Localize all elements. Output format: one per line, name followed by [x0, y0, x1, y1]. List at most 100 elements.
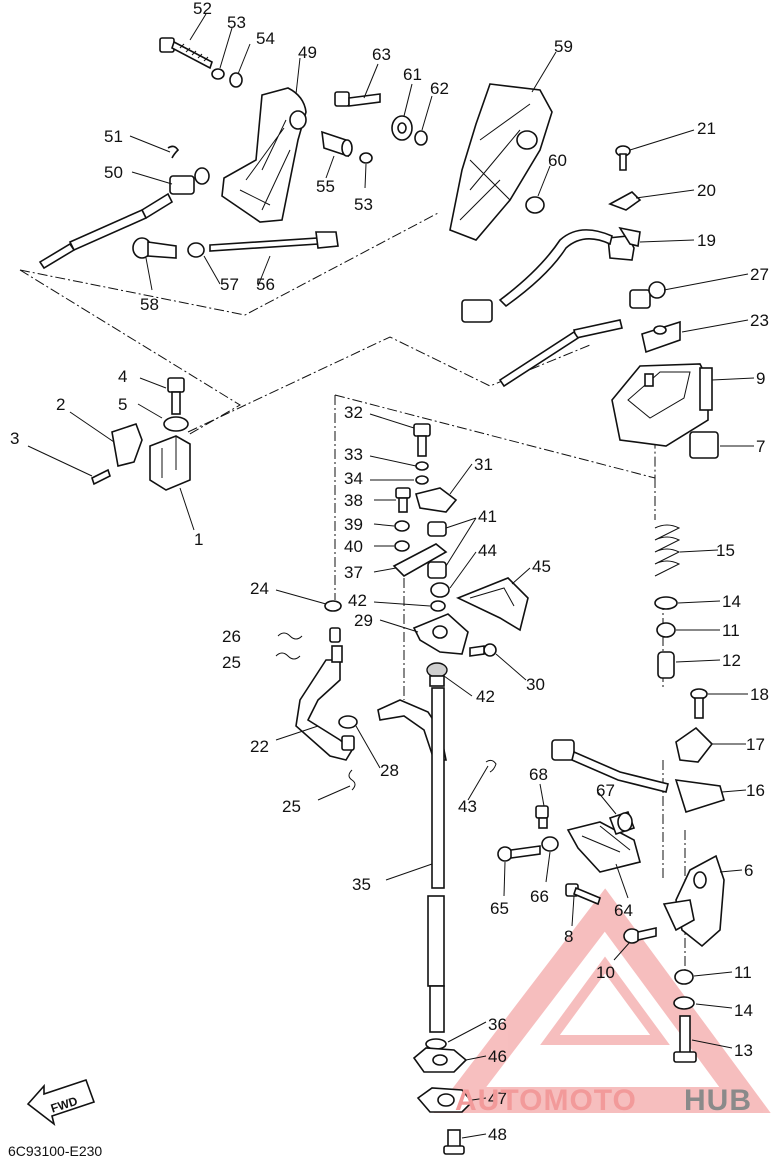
- fwd-arrow-icon: FWD: [26, 1078, 96, 1127]
- callout-63: 63: [372, 45, 391, 64]
- joint-58: [132, 237, 177, 259]
- clip-2: [111, 422, 143, 467]
- callout-30: 30: [526, 675, 545, 694]
- callout-62: 62: [430, 79, 449, 98]
- shift-rod-35: [427, 687, 445, 1033]
- lever-29: [412, 613, 469, 655]
- callout-58: 58: [140, 295, 159, 314]
- callout-11: 11: [722, 621, 740, 640]
- rod-56: [209, 231, 339, 252]
- callout-36: 36: [488, 1015, 507, 1034]
- callout-24: 24: [250, 579, 269, 598]
- callout-11b: 11: [734, 963, 752, 982]
- clip-10: [623, 927, 657, 944]
- watermark-part2: HUB: [684, 1084, 752, 1117]
- shift-pad-45: [456, 577, 529, 632]
- callout-55: 55: [316, 177, 335, 196]
- callout-33: 33: [344, 445, 363, 464]
- callout-56: 56: [256, 275, 275, 294]
- callout-66: 66: [530, 887, 549, 906]
- callout-38: 38: [344, 491, 363, 510]
- holder-19: [607, 226, 641, 261]
- callout-51: 51: [104, 127, 123, 146]
- callout-29: 29: [354, 611, 373, 630]
- callout-8: 8: [564, 927, 573, 946]
- pin-26: [277, 627, 341, 643]
- callout-65: 65: [490, 899, 509, 918]
- plate-46: [412, 1047, 468, 1073]
- nut-57: [187, 242, 205, 258]
- throttle-cable-left: [38, 192, 174, 270]
- callout-14: 14: [722, 592, 741, 611]
- washer-40: [394, 540, 410, 552]
- washer-24: [324, 600, 342, 612]
- washer-60: [525, 196, 545, 214]
- callout-6: 6: [744, 861, 753, 880]
- callout-25b: 25: [282, 797, 301, 816]
- collar-66: [541, 836, 559, 852]
- callout-leaders: [27, 13, 755, 1139]
- joint-27: [629, 281, 666, 309]
- screw-65: [497, 845, 541, 862]
- washer-39: [394, 520, 410, 532]
- washer-42a: [430, 600, 446, 612]
- washer-28: [338, 715, 358, 729]
- lever-22: [295, 645, 355, 761]
- callout-48: 48: [488, 1125, 507, 1144]
- screw-30: [469, 643, 497, 657]
- callout-26: 26: [222, 627, 241, 646]
- bracket-49: [221, 87, 307, 223]
- bolt-68: [535, 805, 549, 829]
- washer-54: [229, 72, 243, 88]
- bracket-6: [662, 854, 725, 948]
- screw-18: [690, 688, 708, 719]
- watermark-part1: AUTOMOTO: [455, 1084, 637, 1117]
- callout-5: 5: [118, 395, 127, 414]
- callout-18: 18: [750, 685, 769, 704]
- washer-33: [415, 461, 429, 471]
- callout-57: 57: [220, 275, 239, 294]
- callout-32: 32: [344, 403, 363, 422]
- bolt-13: [673, 1015, 697, 1063]
- callout-12: 12: [722, 651, 741, 670]
- callout-53: 53: [227, 13, 246, 32]
- callout-39: 39: [344, 515, 363, 534]
- pin-3: [91, 468, 111, 486]
- callout-14b: 14: [734, 1001, 753, 1020]
- callout-61: 61: [403, 65, 422, 84]
- switch-7: [689, 431, 719, 459]
- callout-numbers: 52 53 54 49 51 50 55 53 56 57 58 63 61 6…: [10, 0, 769, 1144]
- plate-17: [675, 726, 714, 763]
- callout-67: 67: [596, 781, 615, 800]
- callout-1: 1: [194, 530, 203, 549]
- watermark-text: AUTOMOTO HUB: [455, 1084, 752, 1117]
- shift-cable-upper: [461, 229, 613, 323]
- callout-16: 16: [746, 781, 765, 800]
- callout-3: 3: [10, 429, 19, 448]
- callout-25: 25: [222, 653, 241, 672]
- callout-59: 59: [554, 37, 573, 56]
- link-31: [415, 487, 458, 513]
- callout-17: 17: [746, 735, 765, 754]
- callout-10: 10: [596, 963, 615, 982]
- clip-51: [167, 145, 180, 159]
- callout-46: 46: [488, 1047, 507, 1066]
- callout-43: 43: [458, 797, 477, 816]
- nut-42b: [426, 662, 448, 687]
- collar-12: [657, 651, 675, 679]
- washer-5: [163, 416, 189, 432]
- collar-41b: [427, 561, 447, 579]
- washer-14a: [654, 596, 678, 610]
- callout-52: 52: [193, 0, 212, 18]
- callout-54: 54: [256, 29, 275, 48]
- reference-code: 6C93100-E230: [8, 1143, 102, 1159]
- holder-23: [641, 320, 681, 354]
- callout-41: 41: [478, 507, 497, 526]
- callout-37: 37: [344, 563, 363, 582]
- callout-7: 7: [756, 437, 765, 456]
- bracket-1: [149, 435, 191, 491]
- callout-53b: 53: [354, 195, 373, 214]
- callout-68: 68: [529, 765, 548, 784]
- collar-41a: [427, 521, 447, 537]
